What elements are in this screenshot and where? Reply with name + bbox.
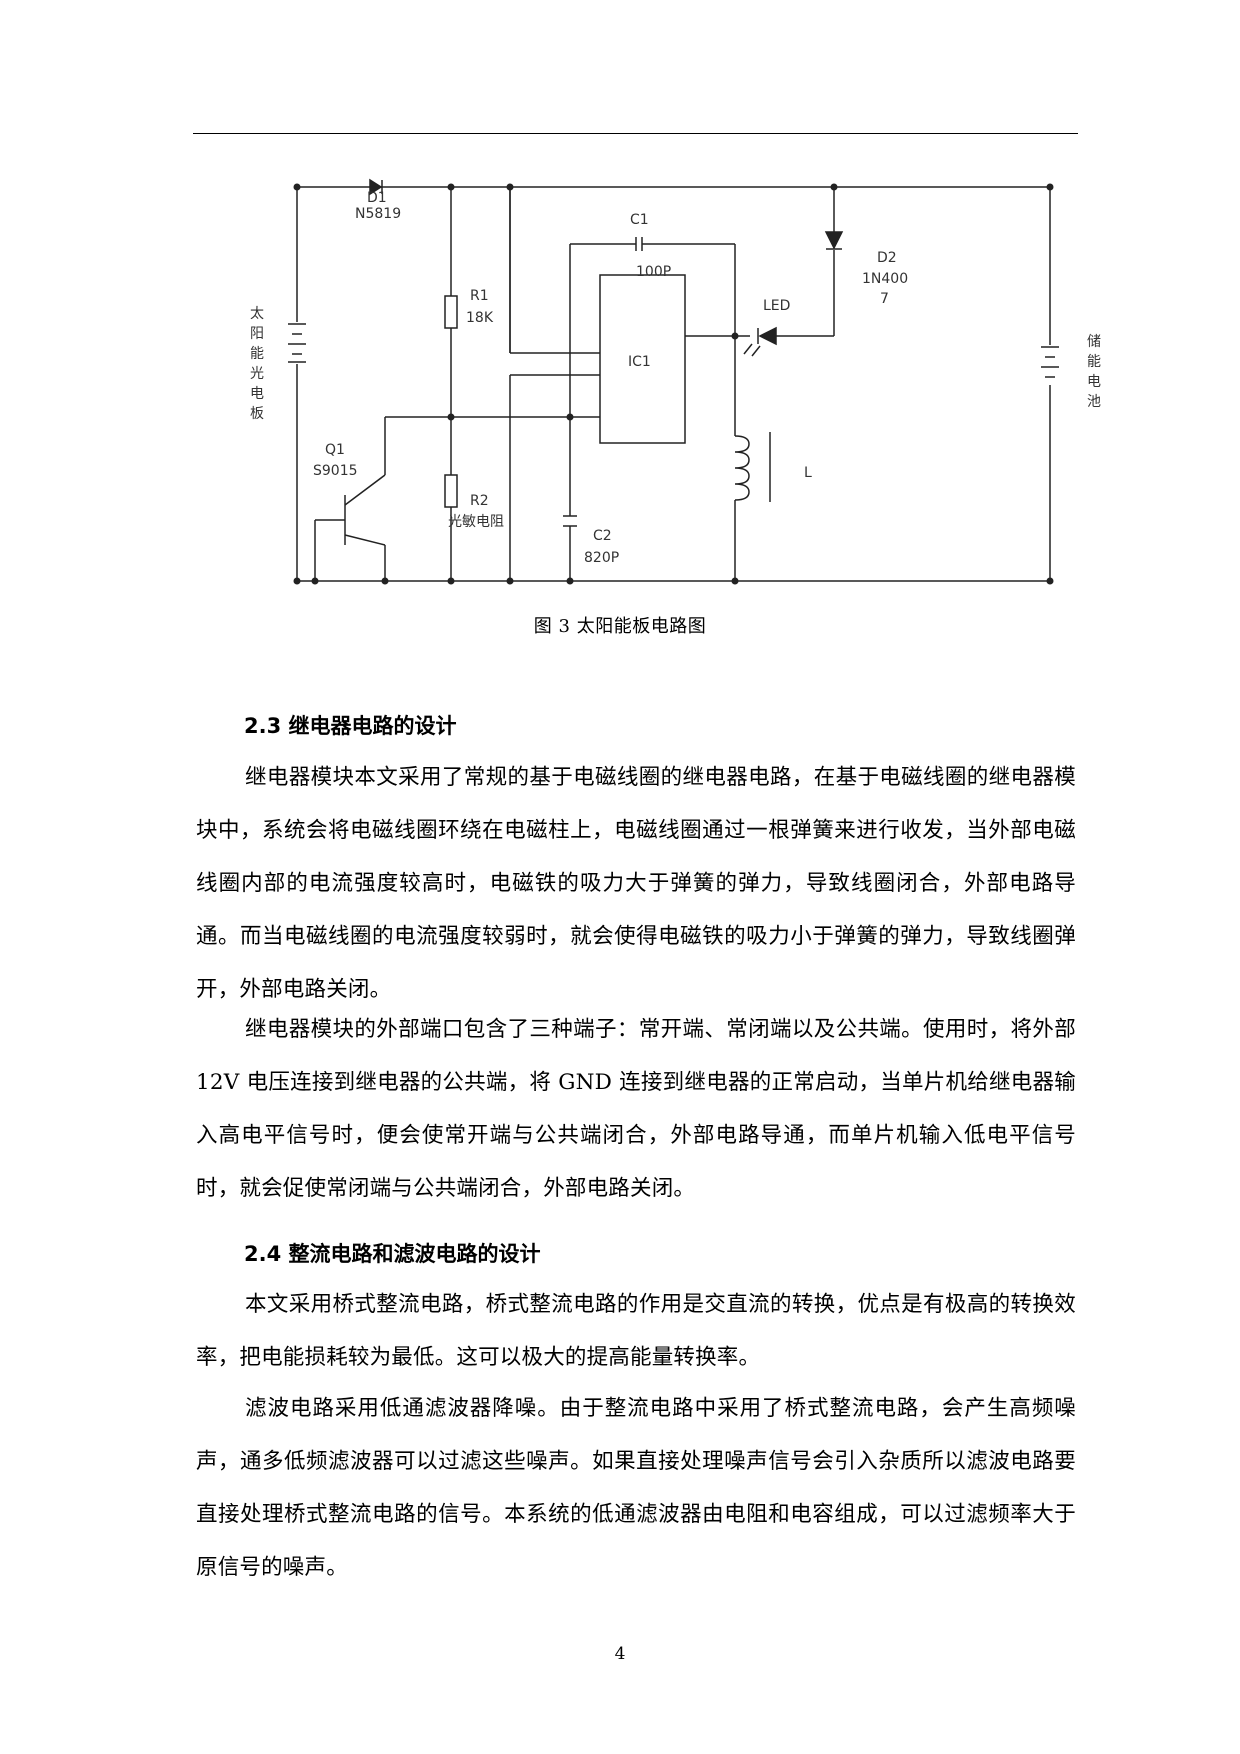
page-number: 4	[614, 1644, 626, 1664]
c2-label: C2	[593, 528, 612, 544]
r1-value-label: 18K	[466, 310, 494, 326]
d2-part-label-2: 7	[880, 291, 889, 307]
svg-text:储: 储	[1087, 334, 1101, 350]
r2-label: R2	[470, 493, 489, 509]
svg-text:太: 太	[250, 306, 264, 322]
section-heading-2-4: 2.4 整流电路和滤波电路的设计	[244, 1242, 541, 1266]
svg-text:阳: 阳	[250, 326, 264, 342]
q1-label: Q1	[325, 442, 345, 458]
svg-text:电: 电	[250, 386, 264, 402]
svg-text:能: 能	[250, 346, 264, 362]
paragraph: 继电器模块的外部端口包含了三种端子：常开端、常闭端以及公共端。使用时，将外部 1…	[196, 1017, 1076, 1201]
c1-value-label: 100P	[636, 264, 671, 280]
d1-label: D1	[367, 190, 387, 206]
d2-label: D2	[877, 250, 897, 266]
d1-part-label: N5819	[355, 206, 401, 222]
c1-label: C1	[630, 212, 649, 228]
paragraph: 滤波电路采用低通滤波器降噪。由于整流电路中采用了桥式整流电路，会产生高频噪声，通…	[196, 1396, 1076, 1580]
led-label: LED	[763, 298, 790, 314]
figure-caption: 图 3 太阳能板电路图	[533, 616, 707, 637]
d2-part-label: 1N400	[862, 271, 908, 287]
svg-text:光: 光	[250, 366, 264, 382]
inductor-label: L	[804, 465, 812, 481]
paragraph: 继电器模块本文采用了常规的基于电磁线圈的继电器电路，在基于电磁线圈的继电器模块中…	[196, 765, 1076, 1002]
svg-text:电: 电	[1087, 374, 1101, 390]
c2-value-label: 820P	[584, 550, 619, 566]
solar-panel-label: 太 阳 能 光 电 板	[250, 306, 264, 422]
battery-label: 储 能 电 池	[1087, 334, 1101, 410]
svg-text:板: 板	[250, 406, 264, 422]
r1-label: R1	[470, 288, 489, 304]
solar-panel-circuit-diagram: D1 N5819 C1 100P D2 1N400 7 LED R1 18K I…	[250, 178, 1101, 585]
ic1-label: IC1	[628, 354, 651, 370]
svg-text:能: 能	[1087, 354, 1101, 370]
paragraph: 本文采用桥式整流电路，桥式整流电路的作用是交直流的转换，优点是有极高的转换效率，…	[196, 1292, 1076, 1370]
section-heading-2-3: 2.3 继电器电路的设计	[244, 714, 457, 738]
q1-part-label: S9015	[313, 463, 358, 479]
r2-value-label: 光敏电阻	[448, 514, 504, 530]
header-rule	[193, 133, 1078, 134]
svg-text:池: 池	[1087, 394, 1101, 410]
